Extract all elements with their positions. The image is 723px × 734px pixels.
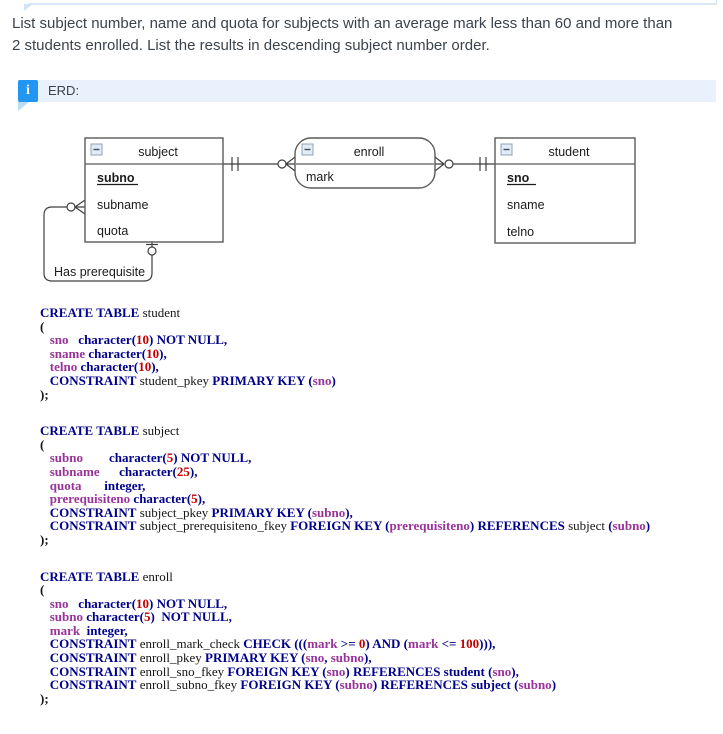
- sql-line: CREATE TABLE subject: [40, 423, 180, 439]
- sql-line: CONSTRAINT enroll_sno_fkey FOREIGN KEY (…: [49, 663, 519, 679]
- entity-title: enroll: [354, 145, 385, 159]
- create-table-enroll: CREATE TABLE enroll( sno character(10) N…: [40, 568, 650, 706]
- sql-line: CONSTRAINT student_pkey PRIMARY KEY (sno…: [49, 372, 336, 388]
- sql-line: subno character(5) NOT NULL,: [49, 450, 252, 466]
- entity-subject: subject subno subname quota: [84, 137, 224, 243]
- relationship-has-prerequisite: [43, 199, 158, 282]
- sql-line: (: [40, 582, 45, 598]
- sql-line: CREATE TABLE student: [40, 305, 181, 320]
- zero-or-many-marker: [277, 156, 296, 172]
- sql-block: CREATE TABLE student( sno character(10) …: [40, 306, 650, 728]
- sql-line: );: [40, 386, 49, 402]
- sql-line: CONSTRAINT subject_pkey PRIMARY KEY (sub…: [49, 504, 353, 520]
- attribute-pk: sno: [507, 171, 530, 185]
- sql-line: sname character(10),: [49, 345, 167, 361]
- erd-info-banner: i ERD:: [18, 80, 716, 111]
- sql-line: CONSTRAINT enroll_subno_fkey FOREIGN KEY…: [49, 677, 557, 693]
- attribute: quota: [97, 224, 128, 238]
- one-and-only-one-marker: [231, 157, 239, 171]
- sql-line: CONSTRAINT subject_prerequisiteno_fkey F…: [49, 518, 651, 534]
- attribute: sname: [507, 198, 545, 212]
- sql-line: quota integer,: [49, 477, 146, 493]
- attribute: subname: [97, 198, 148, 212]
- sql-line: prerequisiteno character(5),: [49, 491, 206, 507]
- relationship-enroll-student: [434, 156, 495, 172]
- erd-banner-label: ERD:: [48, 83, 80, 98]
- question-line-2: 2 students enrolled. List the results in…: [12, 37, 490, 54]
- sql-line: CONSTRAINT enroll_pkey PRIMARY KEY (sno,…: [49, 650, 372, 666]
- sql-line: subno character(5) NOT NULL,: [49, 609, 232, 625]
- zero-or-many-marker: [434, 156, 454, 172]
- create-table-subject: CREATE TABLE subject( subno character(5)…: [40, 424, 650, 546]
- entity-enroll: enroll mark: [294, 137, 436, 189]
- sql-line: );: [40, 531, 49, 547]
- previous-box-tail-icon: [24, 4, 33, 11]
- sql-line: telno character(10),: [49, 359, 159, 375]
- sql-line: (: [40, 318, 45, 334]
- one-and-only-one-marker: [479, 157, 487, 171]
- minimize-icon[interactable]: [90, 143, 103, 156]
- sql-line: );: [40, 690, 49, 706]
- relationship-subject-enroll: [223, 156, 296, 172]
- attribute-pk: subno: [97, 171, 135, 185]
- attribute: mark: [306, 170, 335, 184]
- sql-line: sno character(10) NOT NULL,: [49, 595, 228, 611]
- previous-box-bottom-border: [28, 0, 717, 5]
- zero-or-one-marker: [146, 242, 158, 256]
- sql-line: subname character(25),: [49, 463, 198, 479]
- sql-line: CONSTRAINT enroll_mark_check CHECK (((ma…: [49, 636, 496, 652]
- minimize-icon[interactable]: [500, 143, 513, 156]
- zero-or-many-marker: [66, 199, 86, 215]
- attribute: telno: [507, 225, 534, 239]
- minimize-icon[interactable]: [301, 143, 314, 156]
- sql-line: mark integer,: [49, 622, 128, 638]
- erd-diagram: Has prerequisite subject subno subname q…: [40, 123, 685, 303]
- create-table-student: CREATE TABLE student( sno character(10) …: [40, 306, 650, 401]
- info-icon: i: [18, 80, 38, 102]
- entity-title: student: [548, 145, 590, 159]
- sql-line: (: [40, 436, 45, 452]
- entity-student: student sno sname telno: [494, 137, 636, 244]
- question-line-1: List subject number, name and quota for …: [12, 15, 673, 32]
- has-prerequisite-label: Has prerequisite: [54, 265, 145, 279]
- question-text: List subject number, name and quota for …: [12, 13, 717, 57]
- banner-tail-icon: [18, 102, 29, 111]
- sql-line: sno character(10) NOT NULL,: [49, 332, 228, 348]
- entity-title: subject: [138, 145, 178, 159]
- sql-line: CREATE TABLE enroll: [40, 568, 173, 584]
